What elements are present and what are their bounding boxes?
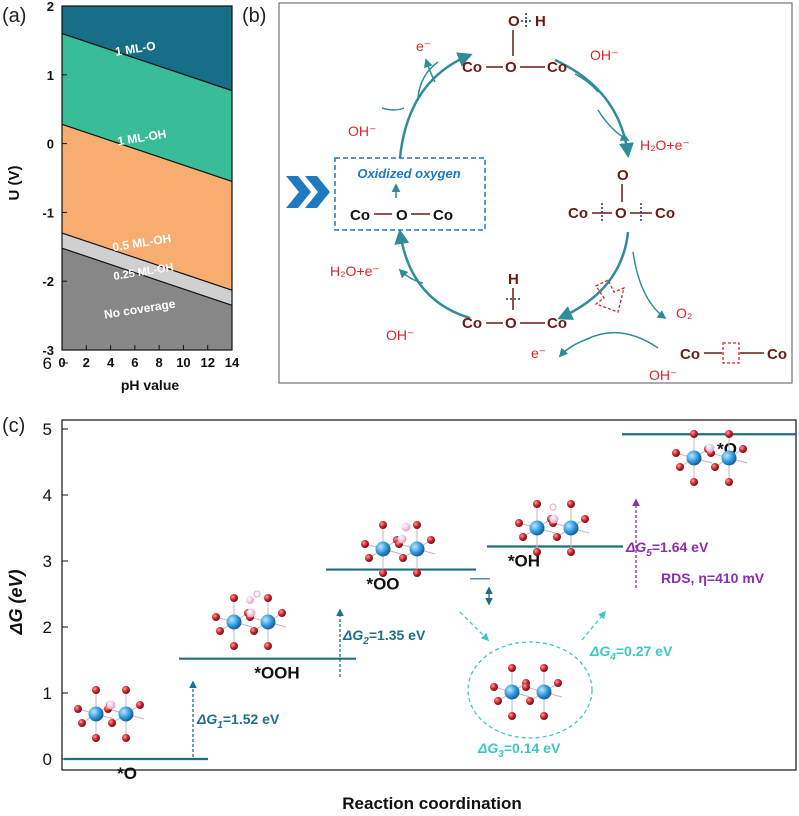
pourbaix-xtick-label: 14 xyxy=(225,355,240,370)
panel-label-c: (c) xyxy=(2,415,25,437)
panel-label-b: (b) xyxy=(242,5,266,27)
pourbaix-ytick-label: 1 xyxy=(47,68,54,83)
energy-ytick-label: 3 xyxy=(43,552,52,571)
pourbaix-xlabel: pH value xyxy=(121,377,180,393)
cycle-o-1: O xyxy=(505,59,517,76)
energy-level-label-3: *OO xyxy=(366,575,399,594)
chevron-arrow-icon xyxy=(305,176,330,208)
pourbaix-boundary-3 xyxy=(61,232,233,291)
energy-xlabel: Reaction coordination xyxy=(342,794,521,813)
catalytic-cycle: Oxidized oxygen O H Co O Co e⁻ OH⁻ OH⁻ H… xyxy=(286,13,787,383)
pourbaix-boundary-4 xyxy=(61,247,233,306)
cycle-co-2: Co xyxy=(547,59,567,76)
energy-level-label-1: *O xyxy=(117,764,137,783)
cycle-e-minus-1: e⁻ xyxy=(416,38,431,54)
energy-ytick-label: 1 xyxy=(43,684,52,703)
energy-ytick-label: 2 xyxy=(43,618,52,637)
cycle-co-6: Co xyxy=(655,205,675,222)
delta-g3-label: ΔG3=0.14 eV xyxy=(477,740,561,760)
cycle-panel-frame xyxy=(278,2,793,384)
pourbaix-ylabel: U (V) xyxy=(6,166,23,201)
pourbaix-boundary-1 xyxy=(61,32,233,92)
pourbaix-diagram: 02468101214210-1-2-3 1 ML-O 1 ML-OH 0.5 … xyxy=(6,0,240,393)
pourbaix-region-1 xyxy=(62,6,232,91)
cycle-co-3: Co xyxy=(350,207,370,224)
intermediate-ellipse xyxy=(467,641,593,739)
rds-label: RDS, η=410 mV xyxy=(661,570,765,586)
pourbaix-xtick-label: 6 xyxy=(131,355,138,370)
pourbaix-xtick-label: 10 xyxy=(176,355,190,370)
cycle-co-7: Co xyxy=(462,315,482,332)
pourbaix-ytick-label: 0 xyxy=(47,137,54,152)
pourbaix-region-label-1: 1 ML-O xyxy=(114,39,156,59)
pourbaix-ytick-label: -1 xyxy=(42,205,54,220)
pourbaix-xtick-label: 2 xyxy=(83,355,90,370)
delta-g4-label: ΔG4=0.27 eV xyxy=(589,643,673,663)
structure-o-2 xyxy=(671,429,748,487)
cycle-co-10: Co xyxy=(767,346,787,363)
energy-ytick-label: 5 xyxy=(43,420,52,439)
oxidized-oxygen-label: Oxidized oxygen xyxy=(357,166,460,181)
cycle-h2o-e-2: H₂O+e⁻ xyxy=(330,263,380,279)
structure-oh xyxy=(514,499,590,557)
pourbaix-boundary-2 xyxy=(61,123,233,183)
oxidized-oxygen-box xyxy=(334,157,486,231)
cycle-co-1: Co xyxy=(462,59,482,76)
energy-level-label-4: *OH xyxy=(508,551,540,570)
structure-o-1 xyxy=(73,685,145,743)
energy-level-label-2: *OOH xyxy=(254,664,299,683)
oxygen-vacancy-icon xyxy=(722,342,740,364)
cycle-oh-minus-4: OH⁻ xyxy=(649,367,677,383)
chevron-arrow-icon xyxy=(286,176,311,208)
cycle-co-5: Co xyxy=(568,205,588,222)
pourbaix-xtick-label: 12 xyxy=(200,355,214,370)
delta-g5-label: ΔG5=1.64 eV xyxy=(625,539,709,559)
cycle-o-5: O xyxy=(505,315,517,332)
cycle-o2: O₂ xyxy=(676,305,692,321)
energy-ytick-label: 4 xyxy=(43,486,52,505)
energy-ylabel: ΔG (eV) xyxy=(6,569,26,635)
cycle-co-9: Co xyxy=(680,346,700,363)
pourbaix-region-3 xyxy=(62,124,232,291)
cycle-oh-minus-1: OH⁻ xyxy=(590,47,618,63)
pourbaix-xtick-label: 4 xyxy=(107,355,115,370)
panel-label-a: (a) xyxy=(2,5,26,27)
cycle-o-top: O xyxy=(508,13,520,30)
structure-ooh xyxy=(211,590,287,651)
cycle-oh-minus-3: OH⁻ xyxy=(386,327,414,343)
cycle-h-bottom: H xyxy=(508,271,519,288)
cycle-e-minus-2: e⁻ xyxy=(531,345,546,361)
cycle-o-3: O xyxy=(617,167,629,184)
pourbaix-xtick-label: 8 xyxy=(156,355,163,370)
energy-ytick-label: 0 xyxy=(43,750,52,769)
cycle-co-8: Co xyxy=(547,315,567,332)
cycle-co-4: Co xyxy=(433,207,453,224)
pourbaix-ytick-label: 2 xyxy=(47,0,54,14)
pourbaix-region-2 xyxy=(62,33,232,182)
cycle-h2o-e-1: H₂O+e⁻ xyxy=(640,137,690,153)
pourbaix-ytick-label: -2 xyxy=(42,274,54,289)
pourbaix-region-4 xyxy=(62,233,232,306)
structure-oo xyxy=(360,520,436,578)
delta-g1-label: ΔG1=1.52 eV xyxy=(196,711,280,731)
cycle-oh-minus-2: OH⁻ xyxy=(348,123,376,139)
structure-intermediate xyxy=(489,663,563,721)
energy-ytick-label: 6 xyxy=(43,354,52,373)
cycle-o-2: O xyxy=(396,207,408,224)
pourbaix-ytick-label: -3 xyxy=(42,343,54,358)
dashed-arrow-icon xyxy=(594,279,625,313)
delta-g2-label: ΔG2=1.35 eV xyxy=(342,627,426,647)
cycle-h-top: H xyxy=(535,13,546,30)
cycle-o-4: O xyxy=(615,205,627,222)
pourbaix-region-5 xyxy=(62,248,232,350)
energy-plot-frame xyxy=(61,419,797,771)
